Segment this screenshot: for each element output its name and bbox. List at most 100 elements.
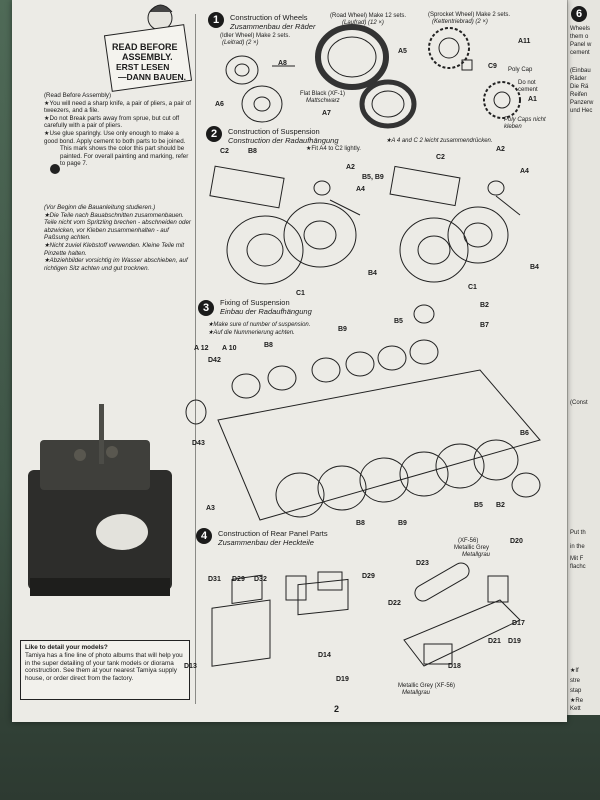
poly-cap-label: Poly Cap [508,67,533,73]
part-label: A4 [356,186,365,193]
step-title-de: Zusammenbau der Heckteile [218,538,314,547]
idler-note: (Idler Wheel) Make 2 sets. [220,33,291,39]
instruction-item-de: ★Nicht zuviel Klebstoff verwenden. Klein… [44,241,185,257]
step-title: Construction of Rear Panel Parts [218,529,328,538]
part-label: B9 [398,520,407,527]
step-number: 1 [208,12,224,28]
part-label: C1 [468,284,477,291]
part-label: D29 [232,576,245,583]
suspension-count-note: ★Make sure of number of suspension. [208,322,311,328]
next-page-text: Die Rä [570,84,589,90]
part-label: D22 [388,600,401,607]
part-label: A4 [520,168,529,175]
idler-wheel-icon [225,55,295,123]
part-label: B9 [338,326,347,333]
next-page-text: und Hec [570,108,593,114]
step-title: Construction of Wheels [230,13,308,22]
suspension-right-icon [389,165,521,283]
sprocket-note-de: (Kettentriebrad) (2 ×) [432,19,488,25]
part-label: D29 [362,573,375,580]
part-label: B4 [530,264,539,271]
suspension-fit-note: ★Fit A4 to C2 lightly. [306,146,361,152]
paint-mark-icon [50,164,60,174]
metallic-grey-label: Metallic Grey [454,545,490,551]
next-page-text: Wheels [570,26,591,32]
part-label: D31 [208,576,221,583]
road-wheel-note-de: (Laufrad) (12 ×) [342,20,384,26]
next-page-text: Mit F [570,556,584,562]
instructions-title-de: (Vor Beginn die Bauanleitung studieren.) [44,204,156,211]
part-label: D43 [192,440,205,447]
instruction-item-de: ★Abziehbilder vorsichtig im Wasser absch… [44,257,188,272]
read-before-heading-2: ASSEMBLY. [122,52,173,62]
flat-black-note: Flat Black (XF-1) [300,91,346,97]
reader-figure-icon [103,4,193,92]
detail-your-models-box: Like to detail your models? Tamiya has a… [20,640,190,700]
detail-box-title: Like to detail your models? [25,644,108,651]
part-label: B8 [264,342,273,349]
next-page-text: ★Re [570,698,584,704]
next-page-text: them o [570,34,589,40]
next-page-text: in the [570,544,585,550]
sprocket-note: (Sprocket Wheel) Make 2 sets. [428,12,511,18]
part-label: A2 [346,164,355,171]
part-label: D13 [184,663,197,670]
next-page-text: Reifen [570,92,588,98]
suspension-note-de: ★A 4 and C 2 leicht zusammendrücken. [386,138,493,144]
step-title-de: Einbau der Radaufhängung [220,307,312,316]
next-page-text: Panzerw [570,100,594,106]
part-label: A 12 [194,345,209,352]
next-page-text: stap [570,688,582,694]
part-label: A6 [215,101,224,108]
part-label: A 10 [222,345,237,352]
detail-box-body: Tamiya has a fine line of photo albums t… [25,651,183,683]
instructions-title: (Read Before Assembly) [44,92,112,99]
hull-underside-icon [185,304,541,521]
metallic-grey-code: (XF-56) [458,538,479,544]
metallgrau-bottom: Metallgrau [402,690,431,696]
erst-lesen-heading-2: —DANN BAUEN. [118,72,186,82]
idler-note-de: (Leitrad) (2 ×) [222,40,259,46]
next-page-text: Panel w [570,42,592,48]
next-page-text: stre [570,678,581,684]
part-label: D21 [488,638,501,645]
read-before-heading: READ BEFORE [112,42,178,52]
step-title: Construction of Suspension [228,127,320,136]
next-page-text: Kett [570,706,581,712]
instruction-item: ★Use glue sparingly. Use only enough to … [44,129,186,145]
part-label: D42 [208,357,221,364]
part-label: C1 [296,290,305,297]
road-wheel-note: (Road Wheel) Make 12 sets. [330,13,407,19]
metallgrau-label: Metallgrau [462,552,491,558]
suspension-count-note-de: ★Auf die Nummerierung achten. [208,330,295,336]
road-wheel-icon [315,24,417,129]
part-label: B5 [394,318,403,325]
next-page-text: cement [570,50,590,56]
next-page-edge: 6 [567,0,600,715]
part-label: B4 [368,270,377,277]
next-page-text: Put th [570,530,586,536]
instructions-german: (Vor Beginn die Bauanleitung studieren.)… [44,204,194,272]
part-label: B5, B9 [362,174,384,181]
part-label: C9 [488,63,497,70]
part-label: D14 [318,652,331,659]
next-page-text: (Const [570,400,588,406]
part-label: C2 [220,148,229,155]
suspension-left-icon [209,165,361,285]
sprocket-wheel-icon [428,27,521,119]
part-label: A3 [206,505,215,512]
part-label: D19 [508,638,521,645]
part-label: C2 [436,154,445,161]
instruction-item: ★You will need a sharp knife, a pair of … [44,99,192,115]
part-label: B2 [480,302,489,309]
part-label: D17 [512,620,525,627]
metallic-grey-bottom: Metallic Grey (XF-56) [398,683,456,689]
part-label: B8 [356,520,365,527]
paint-mark-note: This mark shows the color this part shou… [60,145,189,168]
part-label: B6 [520,430,529,437]
part-label: D32 [254,576,267,583]
step-title-de: Construction der Radaufhängung [228,136,339,145]
part-label: A11 [518,38,531,45]
part-label: B5 [474,502,483,509]
